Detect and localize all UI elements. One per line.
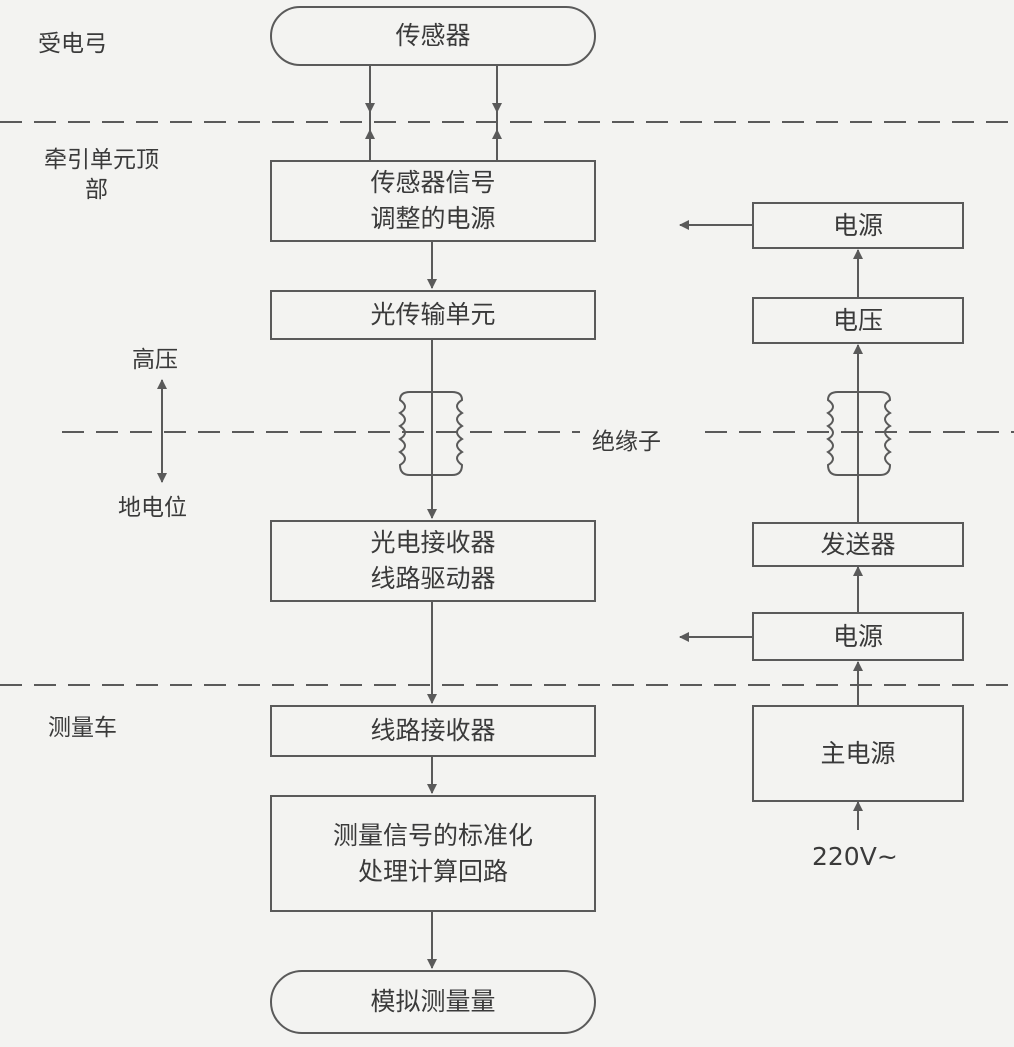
power-bottom-label: 电源: [832, 621, 883, 651]
zone-label-high-voltage: 高压: [132, 347, 178, 373]
voltage-label: 电压: [832, 305, 883, 335]
transmitter-box: 发送器: [752, 522, 964, 567]
optical-transmission-box: 光传输单元: [270, 290, 596, 340]
zone-label-traction-top: 牵引单元顶: [44, 147, 159, 173]
receiver-label-2: 线路驱动器: [370, 564, 496, 593]
main-power-box: 主电源: [752, 705, 964, 802]
conditioning-power-box: 传感器信号 调整的电源: [270, 160, 596, 242]
insulator-coil-right-icon: [826, 391, 892, 476]
zone-label-measuring-car: 测量车: [48, 715, 117, 741]
line-receiver-box: 线路接收器: [270, 705, 596, 757]
insulator-coil-left-icon: [398, 391, 464, 476]
zone-label-ground-potential: 地电位: [118, 495, 187, 521]
analog-output-label: 模拟测量量: [370, 987, 496, 1016]
transmitter-label: 发送器: [820, 529, 896, 559]
sensor-label: 传感器: [395, 21, 471, 50]
sensor-node: 传感器: [270, 6, 596, 66]
zone-label-pantograph: 受电弓: [38, 31, 107, 57]
conditioning-label-1: 传感器信号: [370, 168, 496, 197]
processing-circuit-box: 测量信号的标准化 处理计算回路: [270, 795, 596, 912]
power-top-box: 电源: [752, 202, 964, 249]
voltage-box: 电压: [752, 297, 964, 344]
photo-receiver-box: 光电接收器 线路驱动器: [270, 520, 596, 602]
conditioning-label-2: 调整的电源: [370, 204, 496, 233]
processing-label-1: 测量信号的标准化: [332, 820, 533, 850]
processing-label-2: 处理计算回路: [357, 856, 508, 886]
line-receiver-label: 线路接收器: [370, 716, 496, 745]
optical-tx-label: 光传输单元: [370, 300, 496, 329]
input-voltage-label: 220V~: [812, 842, 898, 871]
analog-output-node: 模拟测量量: [270, 970, 596, 1034]
zone-label-traction-top-2: 部: [85, 177, 108, 203]
receiver-label-1: 光电接收器: [370, 528, 496, 557]
zone-label-insulator: 绝缘子: [592, 429, 661, 455]
main-power-label: 主电源: [820, 738, 896, 768]
power-top-label: 电源: [832, 210, 883, 240]
power-bottom-box: 电源: [752, 612, 964, 661]
